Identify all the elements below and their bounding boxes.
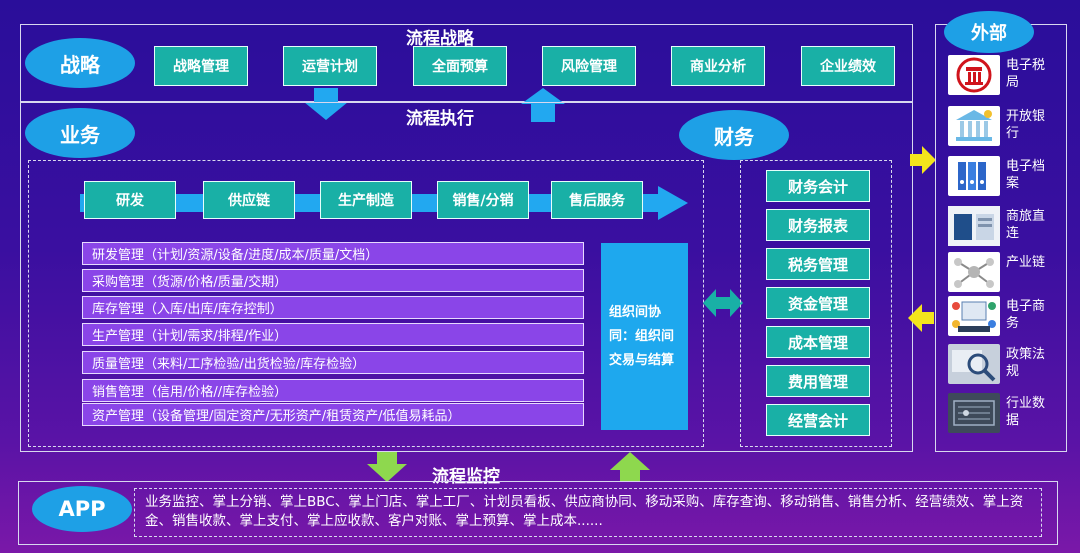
strategy-item[interactable]: 运营计划 <box>283 46 377 86</box>
up-arrow-icon <box>610 452 650 482</box>
finance-item[interactable]: 税务管理 <box>766 248 870 280</box>
finance-item[interactable]: 财务报表 <box>766 209 870 241</box>
external-ellipse: 外部 <box>944 11 1034 53</box>
module-bar[interactable]: 研发管理（计划/资源/设备/进度/成本/质量/文档） <box>82 242 584 265</box>
module-bar[interactable]: 资产管理（设备管理/固定资产/无形资产/租赁资产/低值易耗品） <box>82 403 584 426</box>
finance-item[interactable]: 资金管理 <box>766 287 870 319</box>
chain-step[interactable]: 售后服务 <box>551 181 643 219</box>
module-bar[interactable]: 采购管理（货源/价格/质量/交期） <box>82 269 584 292</box>
ecommerce-icon <box>948 296 1000 336</box>
app-features-text: 业务监控、掌上分销、掌上BBC、掌上门店、掌上工厂、计划员看板、供应商协同、移动… <box>145 494 1024 529</box>
finance-item[interactable]: 经营会计 <box>766 404 870 436</box>
external-item-label: 产业链 <box>1006 255 1046 270</box>
finance-item[interactable]: 费用管理 <box>766 365 870 397</box>
chain-step[interactable]: 供应链 <box>203 181 295 219</box>
chain-step[interactable]: 生产制造 <box>320 181 412 219</box>
module-bar[interactable]: 生产管理（计划/需求/排程/作业） <box>82 323 584 346</box>
external-item-label: 电子税局 <box>1006 58 1046 90</box>
monitoring-section-title: 流程监控 <box>432 467 500 487</box>
archive-binders-icon <box>948 156 1000 196</box>
external-item-label: 商旅直连 <box>1006 209 1046 241</box>
execution-frame <box>20 102 913 452</box>
up-arrow-icon <box>521 88 565 122</box>
strategy-item[interactable]: 商业分析 <box>671 46 765 86</box>
down-arrow-icon <box>304 88 348 120</box>
strategy-section-title: 流程战略 <box>406 29 474 49</box>
chain-step[interactable]: 研发 <box>84 181 176 219</box>
inter-org-text: 组织间协同：组织间交易与结算 <box>609 304 675 368</box>
strategy-item[interactable]: 风险管理 <box>542 46 636 86</box>
external-item-label: 政策法规 <box>1006 347 1046 379</box>
external-item[interactable]: 电子档案 <box>948 156 1058 198</box>
external-item[interactable]: 产业链 <box>948 252 1058 294</box>
execution-section-title: 流程执行 <box>406 109 474 129</box>
external-item[interactable]: 电子商务 <box>948 296 1058 338</box>
inter-org-collaboration-box[interactable]: 组织间协同：组织间交易与结算 <box>601 243 688 430</box>
module-bar[interactable]: 库存管理（入库/出库/库存控制） <box>82 296 584 319</box>
finance-item[interactable]: 成本管理 <box>766 326 870 358</box>
app-ellipse: APP <box>32 486 132 532</box>
strategy-ellipse: 战略 <box>25 38 135 88</box>
external-item[interactable]: 行业数据 <box>948 393 1058 435</box>
left-arrow-icon <box>908 304 934 332</box>
external-item[interactable]: 商旅直连 <box>948 206 1058 248</box>
travel-app-icon <box>948 206 1000 246</box>
right-arrow-icon <box>910 146 936 174</box>
module-bar[interactable]: 销售管理（信用/价格//库存检验） <box>82 379 584 402</box>
strategy-frame <box>20 24 913 102</box>
policy-magnifier-icon <box>948 344 1000 384</box>
external-item-label: 电子商务 <box>1006 299 1046 331</box>
industry-data-icon <box>948 393 1000 433</box>
strategy-item[interactable]: 企业绩效 <box>801 46 895 86</box>
external-item-label: 行业数据 <box>1006 396 1046 428</box>
finance-area <box>740 160 892 447</box>
tax-bureau-icon <box>948 55 1000 95</box>
external-item-label: 电子档案 <box>1006 159 1046 191</box>
bank-icon <box>948 106 1000 146</box>
external-item[interactable]: 开放银行 <box>948 106 1058 148</box>
chain-step[interactable]: 销售/分销 <box>437 181 529 219</box>
strategy-item[interactable]: 全面预算 <box>413 46 507 86</box>
industry-chain-icon <box>948 252 1000 292</box>
external-item[interactable]: 政策法规 <box>948 344 1058 386</box>
module-bar[interactable]: 质量管理（来料/工序检验/出货检验/库存检验） <box>82 351 584 374</box>
bidirectional-arrow-icon <box>703 289 743 317</box>
strategy-item[interactable]: 战略管理 <box>154 46 248 86</box>
app-frame <box>18 481 1058 545</box>
finance-item[interactable]: 财务会计 <box>766 170 870 202</box>
external-item[interactable]: 电子税局 <box>948 55 1058 97</box>
app-list-box: 业务监控、掌上分销、掌上BBC、掌上门店、掌上工厂、计划员看板、供应商协同、移动… <box>134 488 1042 537</box>
business-ellipse: 业务 <box>25 108 135 158</box>
finance-ellipse: 财务 <box>679 110 789 160</box>
external-item-label: 开放银行 <box>1006 109 1046 141</box>
down-arrow-icon <box>367 452 407 482</box>
